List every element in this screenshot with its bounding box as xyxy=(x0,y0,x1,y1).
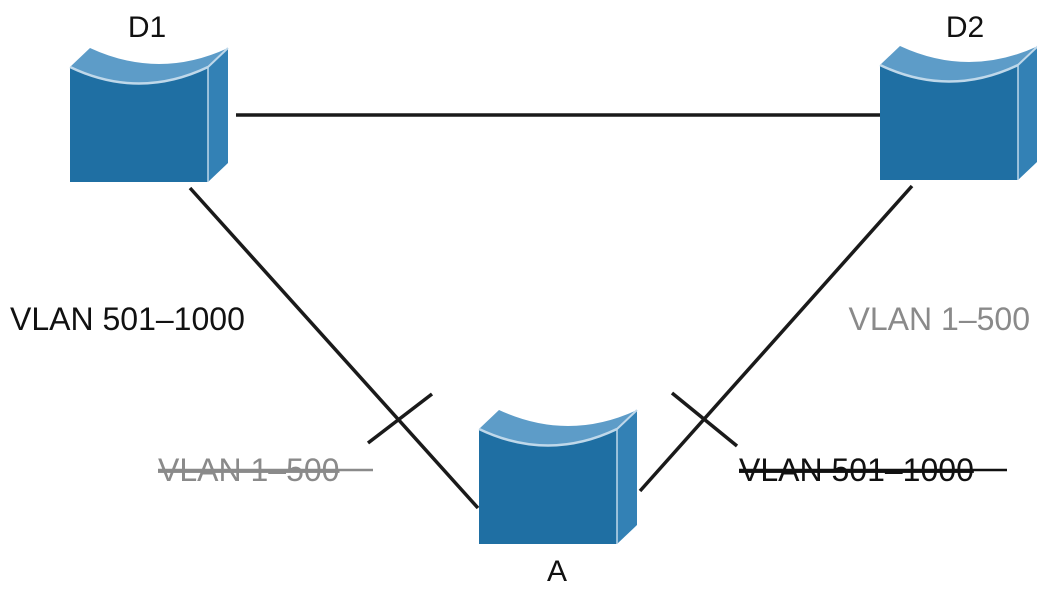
node-label-d1: D1 xyxy=(128,11,166,44)
switch-icon xyxy=(477,408,639,546)
node-label-a: A xyxy=(547,555,567,588)
link-d1-a xyxy=(188,186,480,510)
switch-a[interactable] xyxy=(477,408,639,546)
vlan-label-d1-a-forwarding: VLAN 501–1000 xyxy=(10,301,245,337)
switch-d2[interactable] xyxy=(878,44,1037,182)
switch-icon xyxy=(878,44,1037,182)
node-label-d2: D2 xyxy=(946,11,984,44)
links xyxy=(188,113,914,510)
blocked-markers xyxy=(366,391,739,448)
switch-icon xyxy=(68,46,230,184)
switch-d1[interactable] xyxy=(68,46,230,184)
vlan-label-d2-a-forwarding: VLAN 1–500 xyxy=(849,301,1030,337)
block-mark-d1-a xyxy=(366,392,434,445)
block-mark-d2-a xyxy=(670,391,739,448)
link-d2-a xyxy=(638,184,914,493)
